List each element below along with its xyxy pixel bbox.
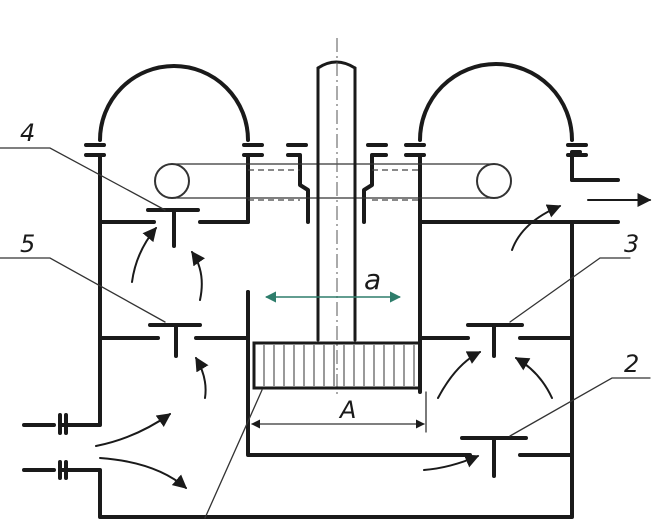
air-chamber-right — [404, 62, 588, 224]
valve-4 — [146, 208, 200, 248]
label-part-3: 3 — [624, 230, 639, 258]
pulley-left — [154, 163, 190, 199]
pulley-right — [476, 163, 512, 199]
valve-5 — [148, 323, 202, 358]
label-part-5: 5 — [20, 230, 35, 258]
piston — [252, 341, 422, 390]
label-part-2: 2 — [624, 350, 639, 378]
belt-drive — [154, 163, 512, 199]
flow-arrows — [95, 193, 652, 489]
leader-lines — [0, 147, 651, 519]
dimension-A — [251, 391, 427, 433]
valve-3 — [466, 323, 524, 358]
label-dimension-a: a — [364, 263, 381, 296]
piston-rod — [316, 38, 357, 395]
outer-housing — [22, 150, 620, 519]
air-chamber-left — [84, 64, 264, 224]
inner-partitions — [98, 220, 574, 457]
label-part-4: 4 — [20, 119, 35, 147]
gland-box — [248, 143, 420, 224]
label-dimension-A: A — [338, 396, 356, 424]
valve-2 — [460, 436, 528, 478]
